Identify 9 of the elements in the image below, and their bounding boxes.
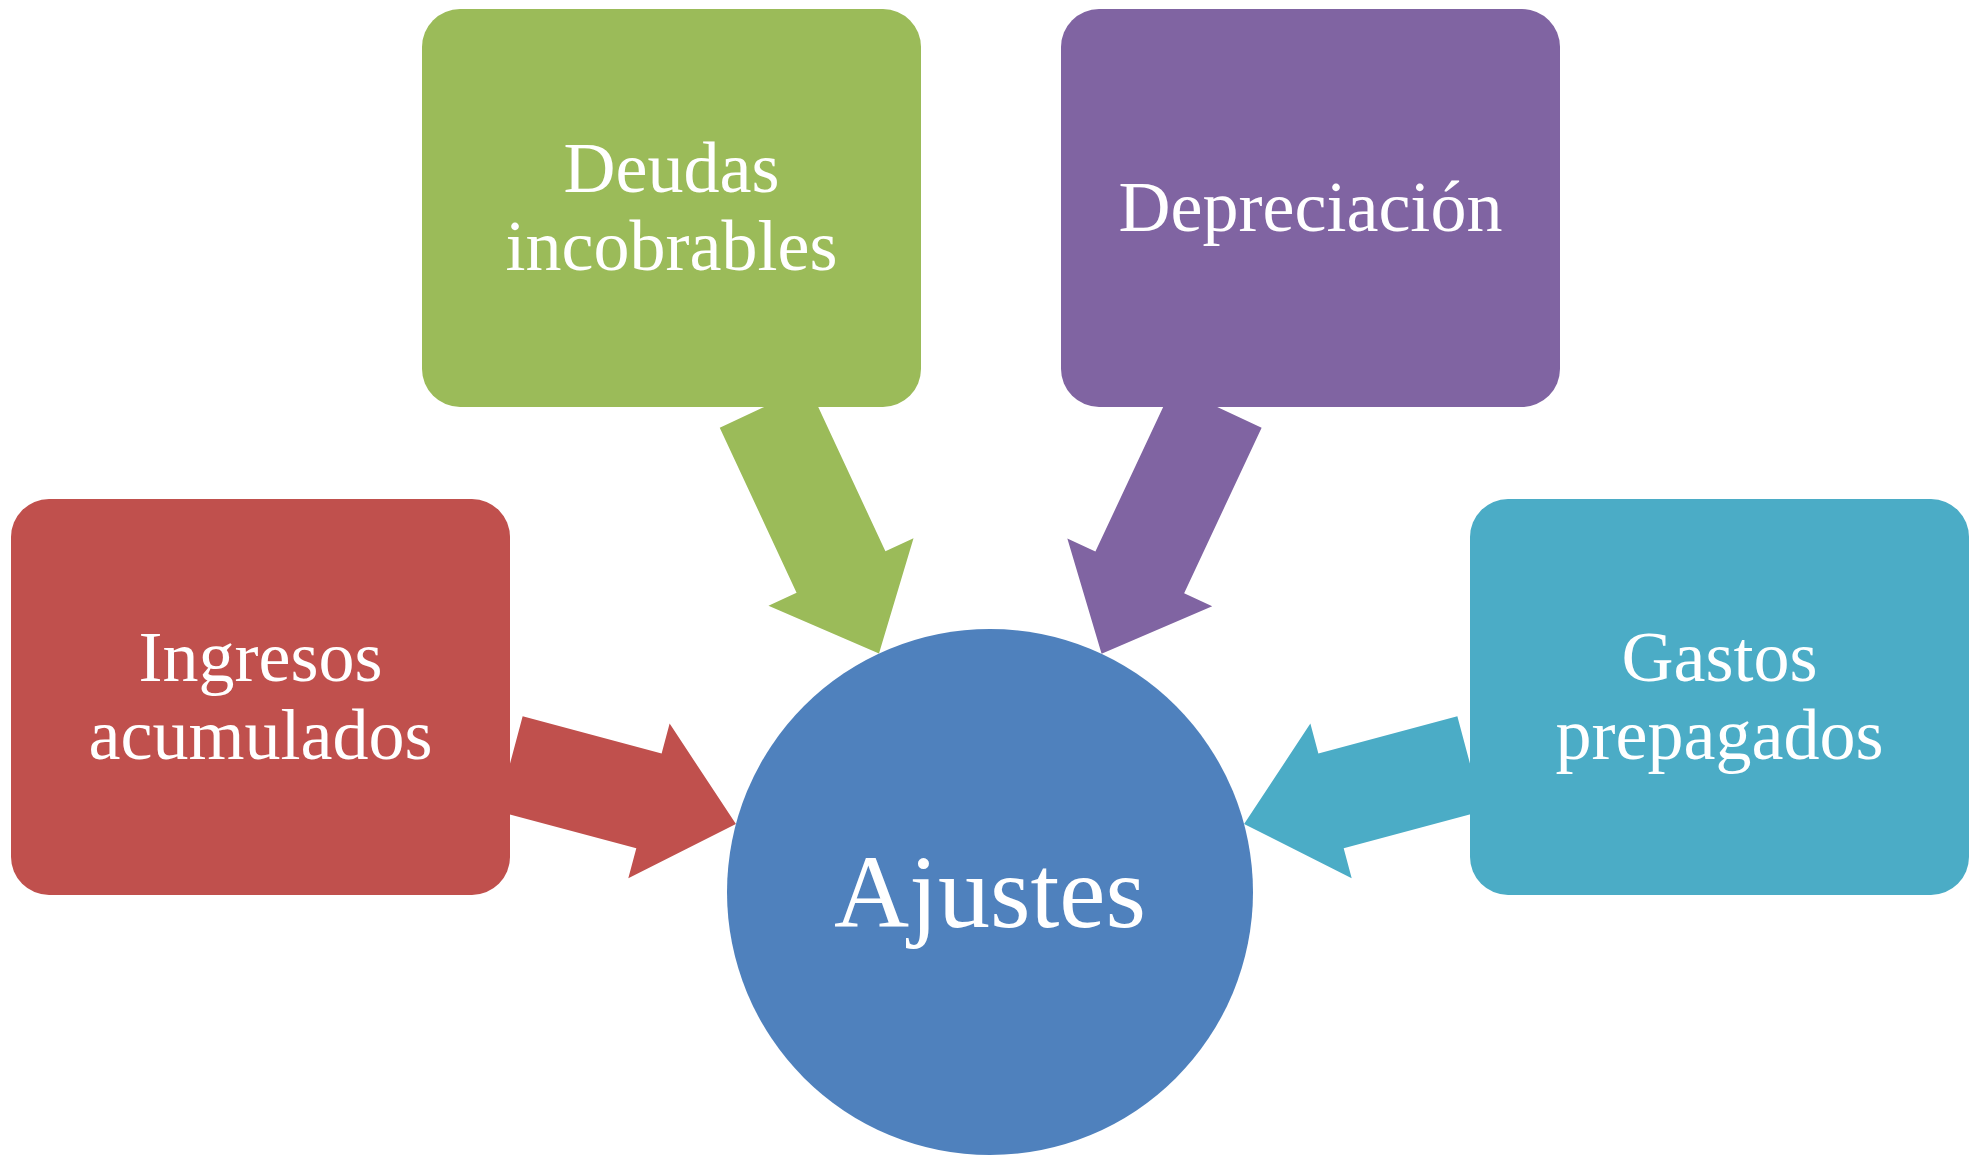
node-label: Ajustes <box>834 835 1146 949</box>
rounded-box <box>1061 9 1560 407</box>
rounded-box <box>11 499 510 895</box>
node-label: Deudas incobrables <box>504 130 839 286</box>
rounded-box <box>1470 499 1969 895</box>
node-label: Gastos prepagados <box>1554 619 1885 775</box>
node-label: Ingresos acumulados <box>87 619 434 775</box>
node-label: Depreciación <box>1118 169 1503 247</box>
rounded-box <box>422 9 921 407</box>
